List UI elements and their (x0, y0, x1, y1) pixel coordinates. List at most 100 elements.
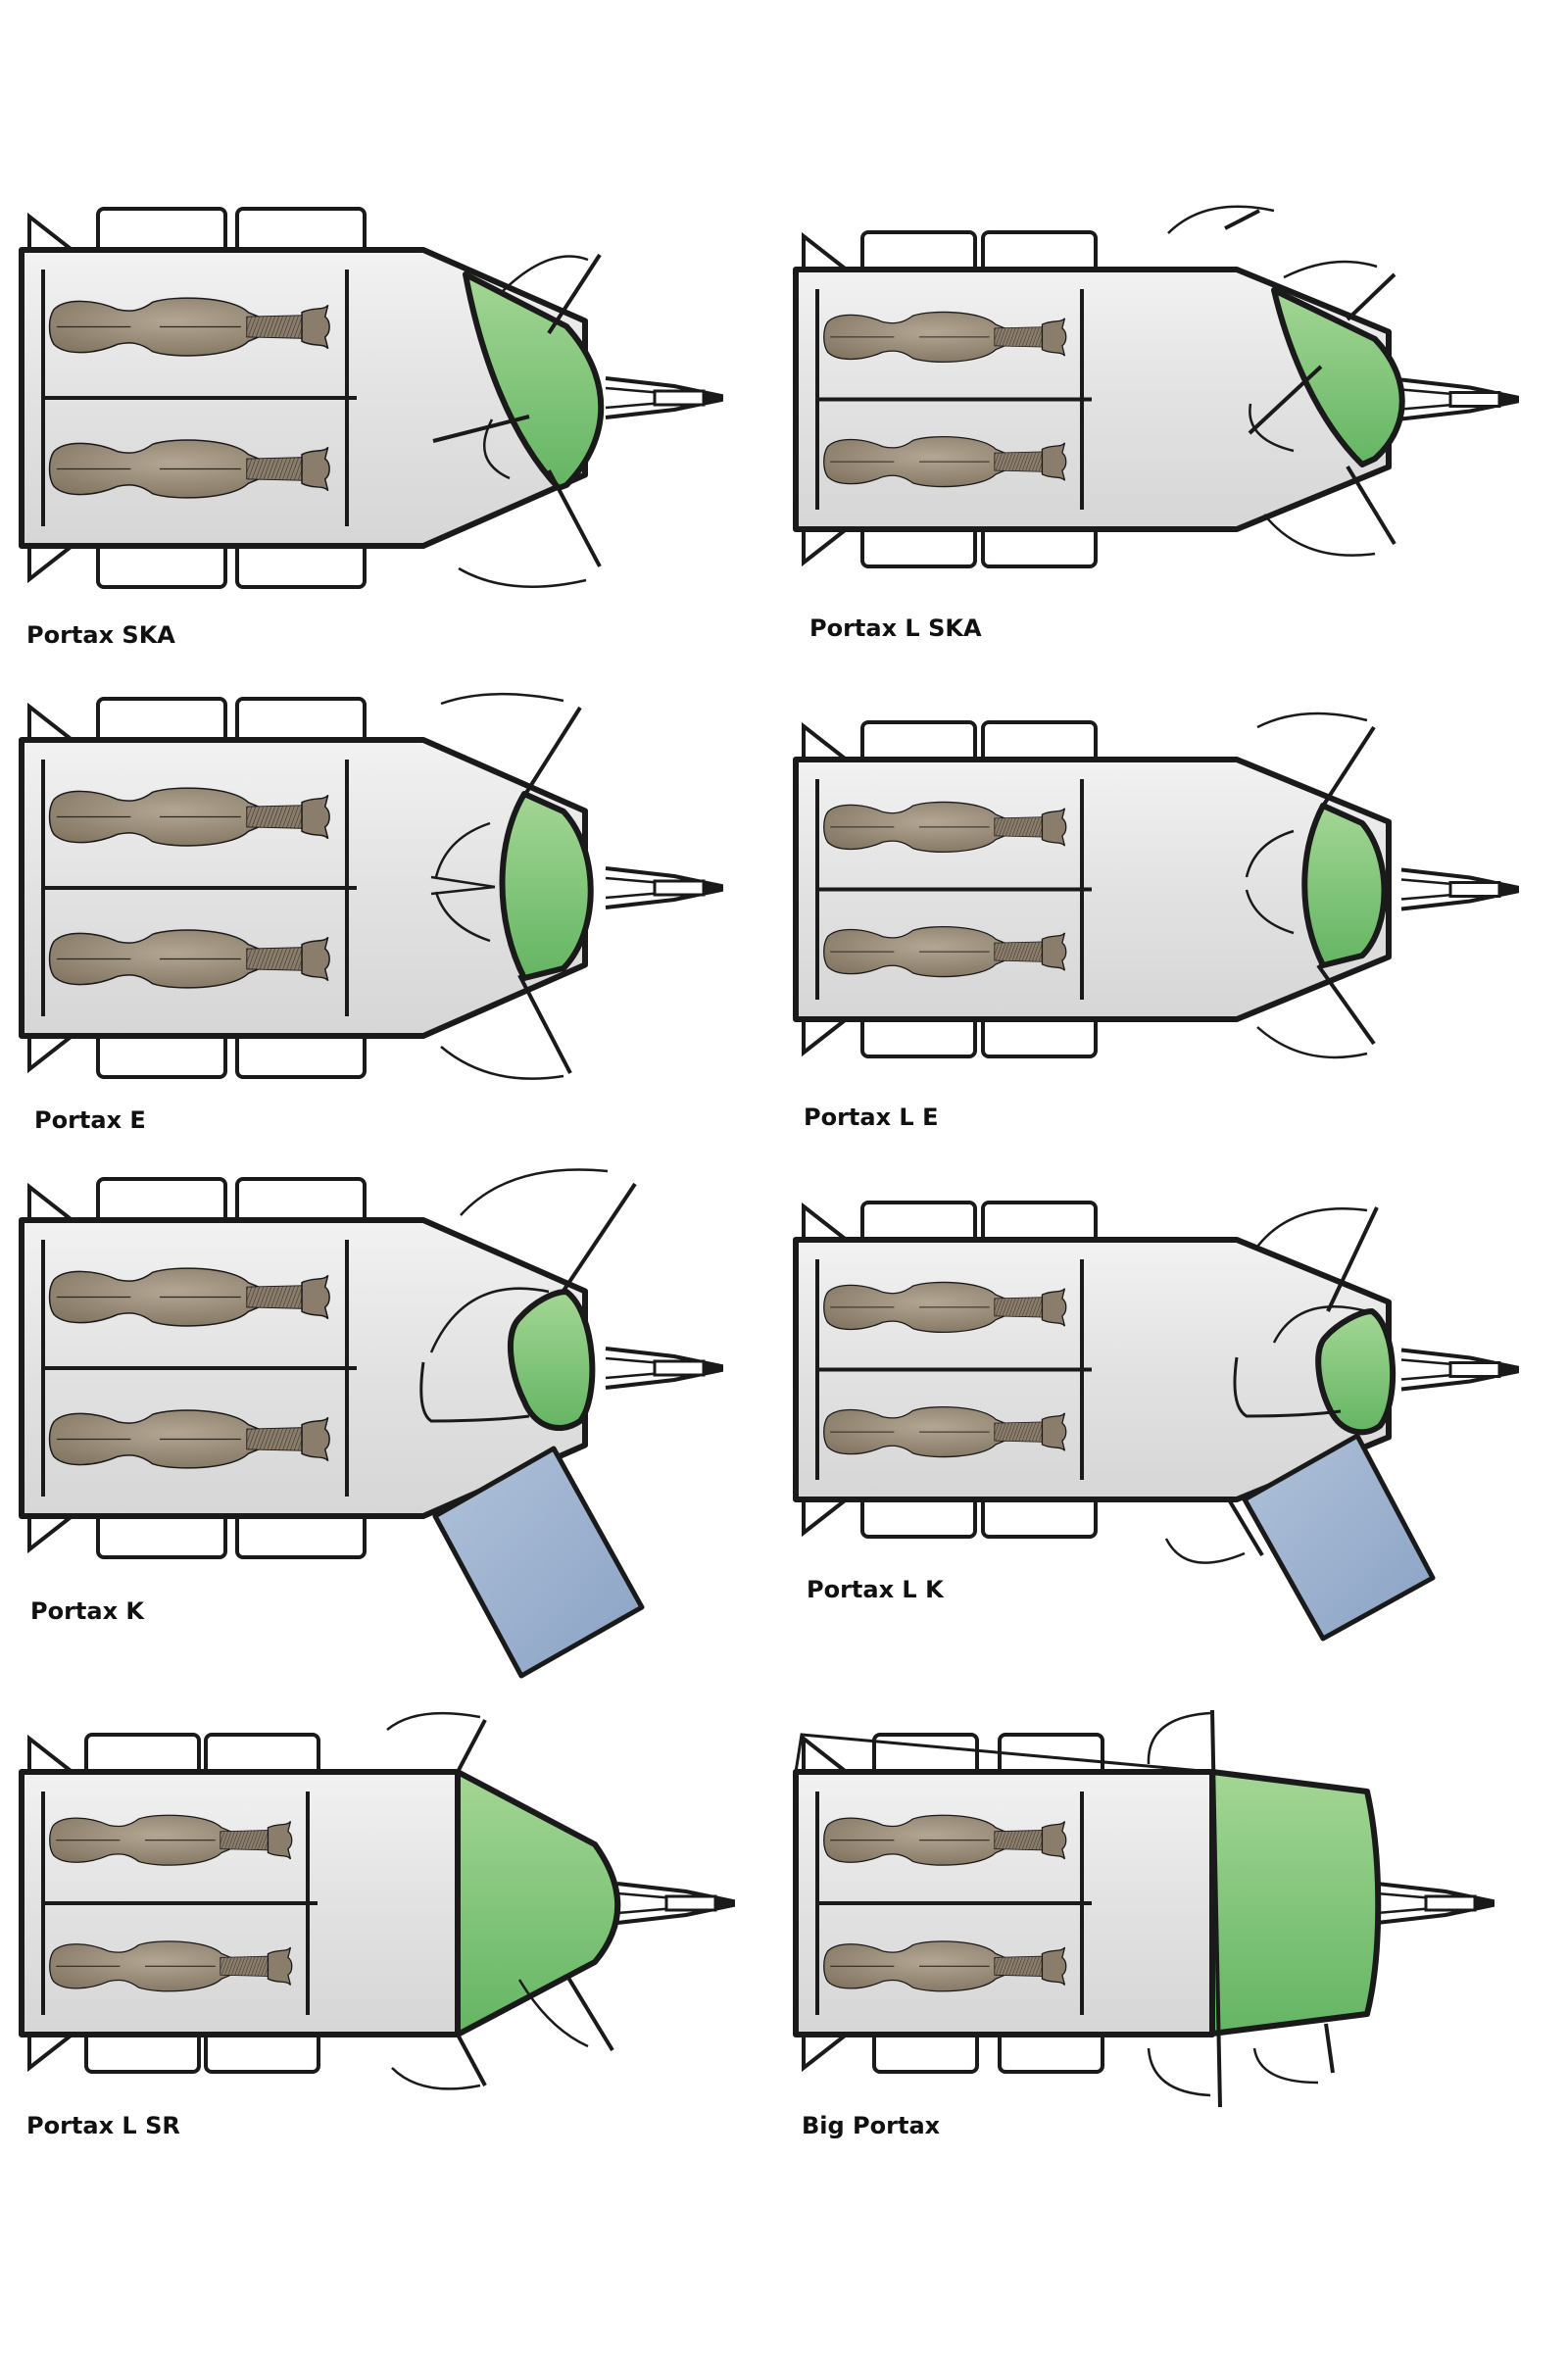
trailer-big (793, 1709, 1494, 2108)
rear-support (27, 1734, 76, 1776)
door-line (566, 1976, 614, 2052)
door-swing-arc (483, 418, 511, 480)
drawbar (616, 1882, 735, 1925)
horse-neck (994, 941, 1046, 962)
horse-neck (220, 1955, 271, 1977)
door-swing-arc (386, 1711, 481, 1731)
side-ramp (432, 1446, 645, 1679)
door-swing-arc (1249, 403, 1295, 453)
horse-neck (246, 947, 306, 971)
tack-area (1315, 1308, 1396, 1436)
tack-area (499, 791, 594, 981)
horse-head (267, 1821, 293, 1860)
door-swing-arc (391, 2067, 481, 2090)
label-portax-e: Portax E (34, 1106, 146, 1134)
horse (48, 297, 330, 357)
hitch-coupler (1424, 1894, 1477, 1912)
door-swing-arc (430, 885, 496, 896)
horse-neck (246, 1285, 306, 1309)
rear-support (27, 212, 76, 254)
door-swing-arc (1283, 260, 1378, 279)
horse (823, 1281, 1067, 1333)
horse (48, 787, 330, 847)
trailer-k (19, 1168, 723, 1679)
rear-support (27, 542, 76, 584)
horse-neck (246, 1427, 306, 1451)
rear-support (802, 525, 851, 567)
drawbar (605, 866, 723, 909)
trailer-l-ska (793, 205, 1519, 568)
horse-head (1041, 932, 1067, 971)
rear-support (27, 2031, 76, 2073)
label-portax-l-ska: Portax L SKA (809, 614, 982, 642)
door-swing-arc (517, 1979, 589, 2048)
horse (49, 1814, 293, 1866)
door-line (1224, 209, 1260, 230)
door-swing-arc (434, 891, 491, 943)
horse-head (1041, 318, 1067, 357)
door-swing-arc (1252, 2047, 1319, 2085)
label-portax-l-e: Portax L E (804, 1104, 939, 1131)
horse-neck (246, 315, 306, 339)
door-swing-arc (1263, 514, 1376, 557)
horse-head (301, 446, 330, 492)
door-swing-arc (1164, 1538, 1246, 1564)
door-swing-arc (440, 692, 564, 706)
door-line (547, 469, 602, 567)
door-detail (419, 1361, 530, 1423)
rear-support (27, 1182, 76, 1224)
horse-head (301, 1274, 330, 1320)
horse (49, 1940, 293, 1992)
door-line (456, 1719, 487, 1773)
door-swing-arc (458, 566, 587, 588)
hitch-coupler (653, 879, 706, 897)
door-line (560, 1182, 637, 1296)
door-line (1346, 465, 1396, 546)
hitch-coupler (1448, 1361, 1501, 1378)
rear-support (802, 1015, 851, 1057)
trailers-group (19, 205, 1519, 2108)
horse-neck (246, 805, 306, 829)
tack-area (1209, 1769, 1382, 2037)
hitch-coupler (1448, 391, 1501, 408)
door-line (517, 974, 572, 1074)
door-line (1248, 365, 1323, 435)
drawbar (1400, 867, 1519, 911)
door-swing-arc (429, 1287, 550, 1353)
tack-area (455, 1769, 621, 2037)
trailer-ska (19, 207, 723, 589)
trailer-l-sr (19, 1711, 735, 2090)
tack-area (463, 271, 605, 491)
door-swing-arc (1147, 1711, 1211, 1765)
door-line (1316, 963, 1376, 1046)
door-swing-arc (1272, 1304, 1368, 1344)
horse-head (1041, 1288, 1067, 1327)
rear-support (27, 1512, 76, 1554)
horse-neck (246, 457, 306, 481)
horse (823, 1406, 1067, 1458)
horse-head (1041, 442, 1067, 481)
label-portax-ska: Portax SKA (26, 621, 175, 649)
horse (48, 439, 330, 499)
horse (48, 1267, 330, 1327)
hitch-coupler (653, 1359, 706, 1377)
horse (48, 929, 330, 989)
door-swing-arc (1256, 1207, 1368, 1248)
drawbar (1400, 377, 1519, 421)
door-line (432, 415, 530, 443)
trailer-l-k (793, 1201, 1519, 1642)
horse-head (301, 304, 330, 350)
tack-area (507, 1289, 596, 1432)
door-detail (794, 1733, 1213, 1774)
door-line (456, 2034, 487, 2086)
horse-head (267, 1946, 293, 1986)
horse (823, 1940, 1067, 1992)
horse-head (301, 1416, 330, 1462)
trailer-e (19, 692, 723, 1080)
rear-support (27, 1032, 76, 1074)
door-swing-arc (1167, 205, 1275, 234)
label-portax-k: Portax K (30, 1597, 145, 1625)
horse (823, 801, 1067, 853)
door-line (1324, 2023, 1335, 2074)
